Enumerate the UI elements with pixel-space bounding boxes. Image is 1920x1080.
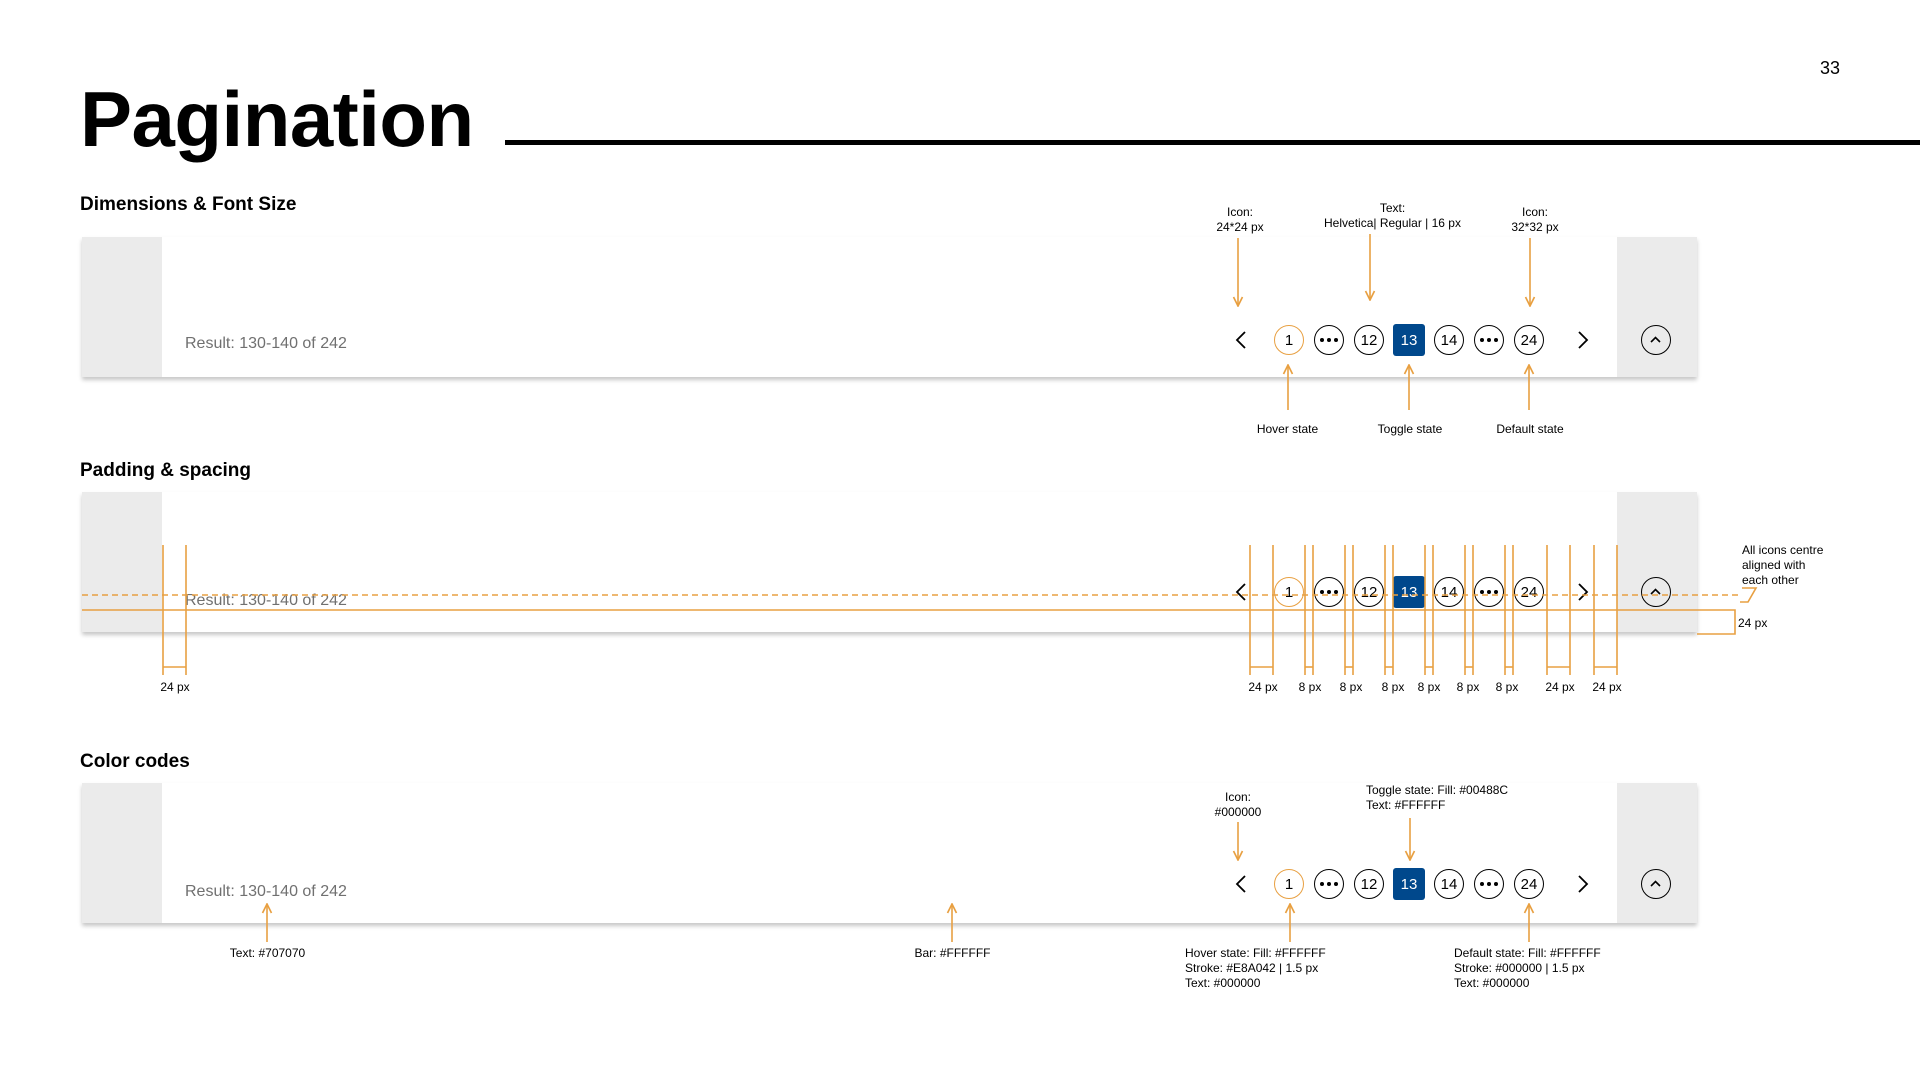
annotation-gap: 8 px (1298, 680, 1322, 694)
bar-left-panel (82, 237, 162, 377)
scroll-up-button[interactable] (1641, 325, 1671, 355)
chevron-left-icon[interactable] (1228, 870, 1256, 898)
ellipsis-icon (1320, 590, 1338, 594)
more-pages-button[interactable] (1474, 325, 1504, 355)
annotation-left-padding: 24 px (160, 680, 190, 694)
annotation-hover-state: Hover state (1256, 422, 1319, 436)
page-title: Pagination (80, 75, 474, 163)
chevron-left-icon[interactable] (1228, 578, 1256, 606)
annotation-spacing-chevron: 24 px (1545, 680, 1575, 694)
section-title-dimensions: Dimensions & Font Size (80, 194, 297, 215)
ellipsis-icon (1320, 882, 1338, 886)
scroll-up-button[interactable] (1641, 577, 1671, 607)
page-button-1[interactable]: 1 (1274, 325, 1304, 355)
annotation-gap: 8 px (1456, 680, 1480, 694)
more-pages-button[interactable] (1474, 577, 1504, 607)
annotation-icon-large: Icon:32*32 px (1511, 205, 1559, 234)
annotation-icon-small: Icon:24*24 px (1216, 205, 1264, 234)
page-button-12[interactable]: 12 (1354, 325, 1384, 355)
annotation-gap: 8 px (1417, 680, 1441, 694)
pagination-bar-padding: Result: 130-140 of 242 1 12 13 14 24 (82, 492, 1697, 632)
result-count: Result: 130-140 of 242 (185, 592, 347, 609)
more-pages-button[interactable] (1314, 869, 1344, 899)
annotation-text-spec: Text:Helvetica| Regular | 16 px (1324, 201, 1461, 230)
chevron-up-icon (1650, 880, 1661, 887)
annotation-default-state: Default state (1496, 422, 1564, 436)
page-button-1[interactable]: 1 (1274, 869, 1304, 899)
annotation-gap: 8 px (1381, 680, 1405, 694)
result-count: Result: 130-140 of 242 (185, 883, 347, 900)
ellipsis-icon (1480, 882, 1498, 886)
bar-right-panel (1617, 492, 1697, 632)
page-button-14[interactable]: 14 (1434, 325, 1464, 355)
more-pages-button[interactable] (1314, 325, 1344, 355)
page-button-24[interactable]: 24 (1514, 325, 1544, 355)
page-button-24[interactable]: 24 (1514, 577, 1544, 607)
page-button-24[interactable]: 24 (1514, 869, 1544, 899)
bar-right-panel (1617, 783, 1697, 923)
chevron-right-icon[interactable] (1568, 870, 1596, 898)
ellipsis-icon (1320, 338, 1338, 342)
annotation-toggle-state: Toggle state (1377, 422, 1443, 436)
result-count: Result: 130-140 of 242 (185, 335, 347, 352)
page-button-12[interactable]: 12 (1354, 577, 1384, 607)
page-button-14[interactable]: 14 (1434, 869, 1464, 899)
annotation-text-color: Text: #707070 (229, 946, 306, 960)
page-button-14[interactable]: 14 (1434, 577, 1464, 607)
chevron-up-icon (1650, 588, 1661, 595)
bar-left-panel (82, 783, 162, 923)
annotation-icon-color: Icon:#000000 (1214, 790, 1262, 819)
page-button-12[interactable]: 12 (1354, 869, 1384, 899)
page-button-13[interactable]: 13 (1393, 576, 1425, 608)
more-pages-button[interactable] (1474, 869, 1504, 899)
title-rule (505, 140, 1920, 145)
pagination-bar-dimensions: Result: 130-140 of 242 1 12 13 14 24 (82, 237, 1697, 377)
page-button-13[interactable]: 13 (1393, 324, 1425, 356)
leader-line (1740, 587, 1758, 603)
chevron-up-icon (1650, 336, 1661, 343)
ellipsis-icon (1480, 590, 1498, 594)
annotation-bar-color: Bar: #FFFFFF (914, 946, 991, 960)
annotation-gap: 8 px (1339, 680, 1363, 694)
bar-left-panel (82, 492, 162, 632)
page-button-13[interactable]: 13 (1393, 868, 1425, 900)
page-number: 33 (1820, 58, 1841, 78)
annotation-right-padding: 24 px (1592, 680, 1622, 694)
pagination-bar-colors: Result: 130-140 of 242 1 12 13 14 24 (82, 783, 1697, 923)
chevron-right-icon[interactable] (1568, 326, 1596, 354)
scroll-up-button[interactable] (1641, 869, 1671, 899)
annotation-spacing-chevron: 24 px (1248, 680, 1278, 694)
chevron-right-icon[interactable] (1568, 578, 1596, 606)
ellipsis-icon (1480, 338, 1498, 342)
section-title-colors: Color codes (80, 751, 190, 772)
bar-right-panel (1617, 237, 1697, 377)
more-pages-button[interactable] (1314, 577, 1344, 607)
annotation-bar-height: 24 px (1738, 616, 1768, 630)
chevron-left-icon[interactable] (1228, 326, 1256, 354)
annotation-gap: 8 px (1495, 680, 1519, 694)
section-title-padding: Padding & spacing (80, 460, 252, 481)
page-button-1[interactable]: 1 (1274, 577, 1304, 607)
bar-height-bracket (1697, 609, 1736, 635)
